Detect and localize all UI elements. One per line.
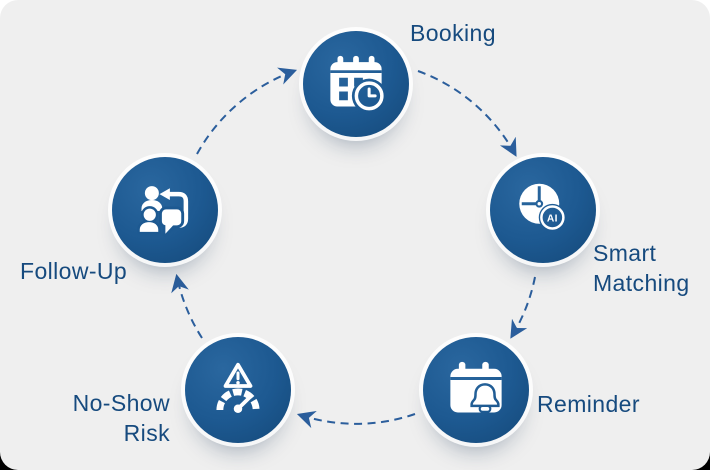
label-follow-up: Follow-Up <box>20 258 128 284</box>
ai-clock-icon: AI <box>519 183 565 230</box>
node-smart-matching: AI <box>490 157 596 263</box>
calendar-clock-icon <box>330 55 384 111</box>
ai-badge-label: AI <box>547 213 558 224</box>
node-booking <box>303 31 409 137</box>
node-no-show-risk <box>185 337 291 443</box>
people-followup-icon <box>137 186 189 237</box>
arrow-reminder-to-noshow <box>296 410 416 429</box>
arrow-followup-to-booking <box>196 67 298 155</box>
warning-gauge-icon <box>216 362 260 413</box>
node-follow-up <box>112 157 218 263</box>
arrow-booking-to-smart <box>417 70 517 157</box>
label-no-show-risk: No-Show Risk <box>72 390 170 447</box>
calendar-bell-icon <box>450 361 502 413</box>
arrow-smart-to-reminder <box>510 276 536 339</box>
arrow-noshow-to-followup <box>171 273 203 339</box>
label-smart-matching: Smart Matching <box>593 240 690 297</box>
label-booking: Booking <box>410 20 496 46</box>
label-reminder: Reminder <box>537 391 640 417</box>
node-reminder <box>423 337 529 443</box>
